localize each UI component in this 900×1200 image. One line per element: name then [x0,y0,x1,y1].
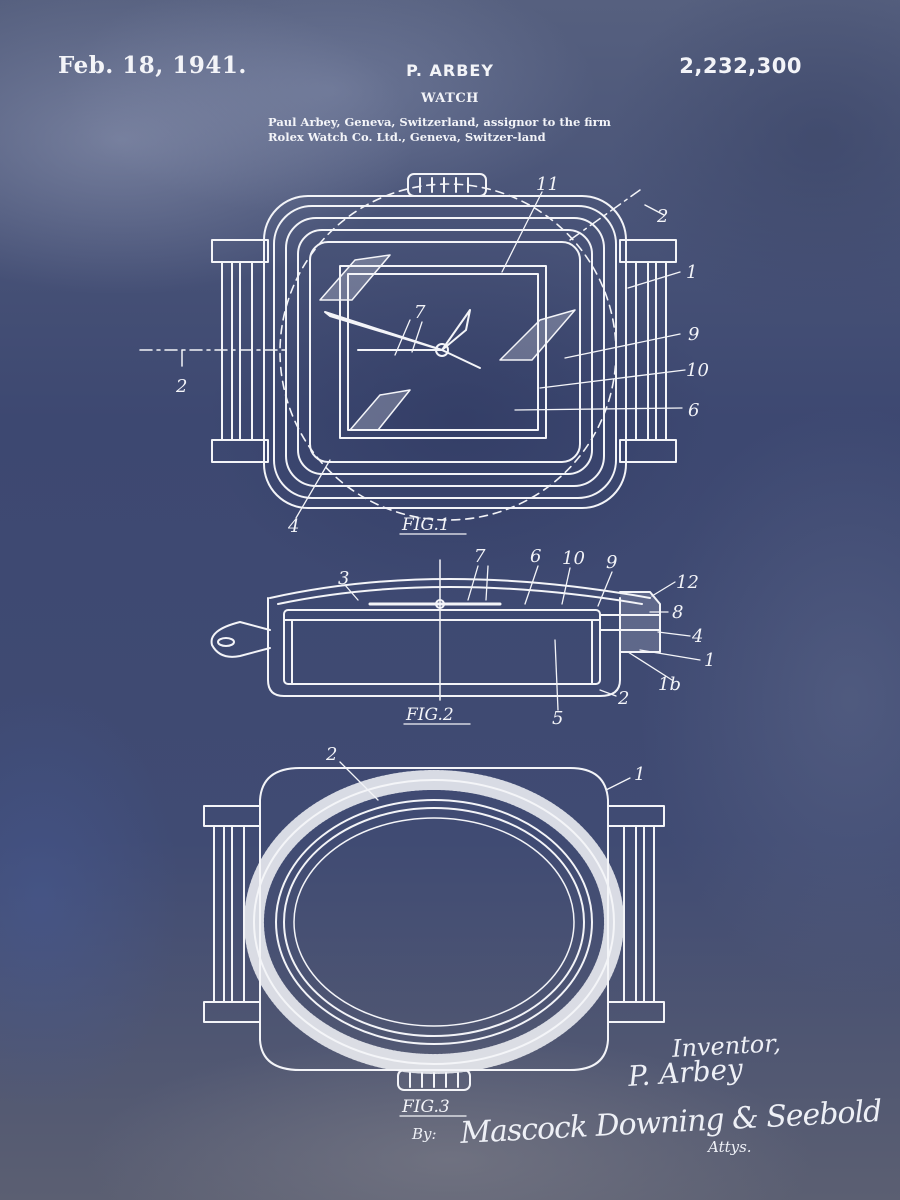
fig1-ref-1: 1 [686,262,697,283]
fig2-ref-10: 10 [562,548,585,569]
attorney-by-label: By: [412,1125,437,1143]
attorney-suffix: Attys. [708,1138,752,1156]
fig2-ref-1b: 1b [658,674,681,695]
fig3-label: FIG.3 [401,1097,450,1117]
fig2-watch-section-view [210,559,701,711]
fig1-ref-6: 6 [688,400,699,421]
fig2-ref-2: 2 [617,688,629,709]
fig2-ref-3: 3 [338,568,349,589]
fig2-ref-7: 7 [474,546,486,567]
fig3-watch-back-view [203,761,665,1091]
fig1-ref-2-top: 2 [656,206,668,227]
fig2-ref-12: 12 [676,572,699,593]
fig2-ref-5: 5 [552,708,563,729]
fig2-ref-8: 8 [672,602,683,623]
fig2-ref-4: 4 [691,626,703,647]
patent-assignor-text: Paul Arbey, Geneva, Switzerland, assigno… [268,115,611,144]
fig1-ref-7: 7 [414,302,426,323]
fig1-ref-9: 9 [688,324,699,345]
fig3-ref-2: 2 [325,744,337,765]
patent-inventor-header: P. ARBEY [406,61,494,80]
fig1-ref-10: 10 [686,360,709,381]
patent-title: WATCH [421,91,479,106]
fig2-ref-9: 9 [606,552,617,573]
fig2-ref-6: 6 [530,546,541,567]
fig1-ref-11: 11 [536,174,559,195]
patent-number: 2,232,300 [679,54,802,78]
fig2-ref-1: 1 [704,650,715,671]
fig1-watch-front-view [139,173,686,521]
fig3-ref-1: 1 [634,764,645,785]
patent-date: Feb. 18, 1941. [58,52,247,79]
fig1-label: FIG.1 [401,515,450,535]
fig1-ref-2-left: 2 [175,376,187,397]
fig2-label: FIG.2 [405,705,454,725]
fig1-ref-4: 4 [287,516,299,537]
